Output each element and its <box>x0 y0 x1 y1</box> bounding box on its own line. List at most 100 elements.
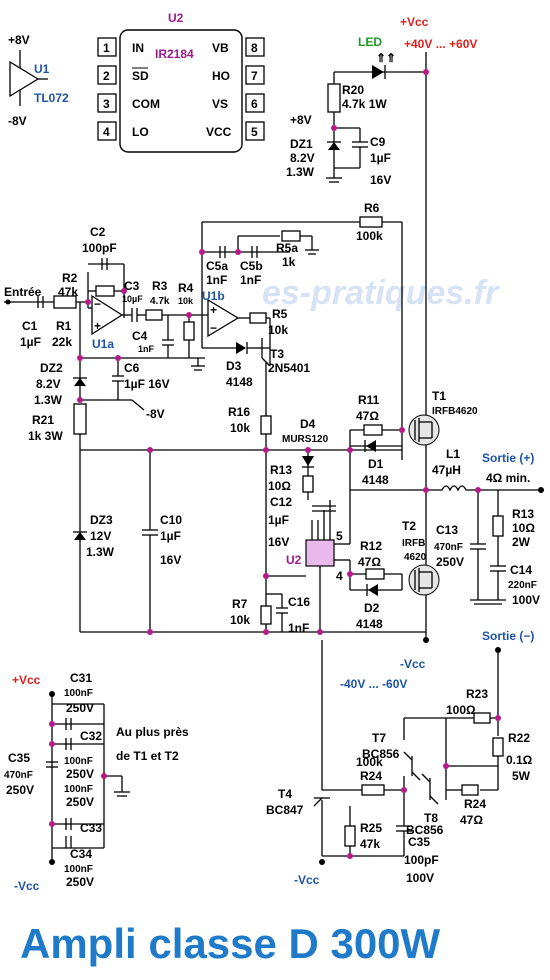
r13-resistor <box>492 515 504 537</box>
r12-resistor <box>365 568 385 580</box>
pin7-num: 7 <box>251 69 258 83</box>
svg-text:−: − <box>94 297 101 311</box>
u2-pin5: 5 <box>336 529 343 543</box>
pin5-name: VCC <box>206 125 232 139</box>
svg-text:+: + <box>210 303 217 317</box>
c4-value: 1nF <box>138 344 155 354</box>
r21-value: 1k 3W <box>28 429 63 443</box>
r12-label: R12 <box>360 539 382 553</box>
r13b-value: 10Ω <box>268 479 291 493</box>
r24b-label: R24 <box>464 797 486 811</box>
opamp-u1b <box>207 298 240 338</box>
pin7-name: HO <box>212 69 230 83</box>
chip-part: IR2184 <box>155 47 194 61</box>
led-symbol <box>372 65 384 79</box>
supply-neg-range: -40V ... -60V <box>340 677 407 691</box>
r4-resistor <box>183 321 195 341</box>
c33-value: 100nF <box>64 784 93 795</box>
c10-value: 1µF <box>160 529 181 543</box>
pin3-num: 3 <box>103 97 110 111</box>
pin2-num: 2 <box>103 69 110 83</box>
r7-resistor <box>260 605 272 625</box>
pin4-name: LO <box>132 125 149 139</box>
c13-voltage: 250V <box>436 555 464 569</box>
c13-label: C13 <box>436 523 458 537</box>
c35b-voltage: 100V <box>406 871 434 885</box>
c2-label: C2 <box>90 225 106 239</box>
u2-small-label: U2 <box>286 553 302 567</box>
c35-voltage: 250V <box>6 783 34 797</box>
r20-label: R20 <box>342 83 364 97</box>
r16-resistor <box>260 415 272 435</box>
pin2-name: SD <box>132 69 149 83</box>
dec-pos-label: +Vcc <box>12 673 41 687</box>
pin4-num: 4 <box>103 125 110 139</box>
opamp-u1a <box>91 294 124 336</box>
c14-label: C14 <box>510 563 532 577</box>
r5a-value: 1k <box>282 255 296 269</box>
c31-value: 100nF <box>64 688 93 699</box>
vccm-label: -Vcc <box>294 873 320 887</box>
c4-label: C4 <box>132 329 148 343</box>
r24a-resistor <box>361 784 385 796</box>
out-neg-label: Sortie (−) <box>482 629 534 643</box>
svg-text:+: + <box>94 319 101 333</box>
t8-value: BC856 <box>406 823 444 837</box>
c12-voltage: 16V <box>268 535 289 549</box>
pin3-name: COM <box>132 97 160 111</box>
c34-value: 100nF <box>64 864 93 875</box>
pin8-name: VB <box>212 41 229 55</box>
c31-label: C31 <box>70 671 92 685</box>
r2-value: 47k <box>58 285 78 299</box>
c3-value: 10µF <box>122 294 143 304</box>
r7-label: R7 <box>232 597 248 611</box>
r11-label: R11 <box>358 393 380 407</box>
r22-resistor <box>492 737 504 757</box>
r5a-label: R5a <box>276 241 298 255</box>
c6-label: C6 <box>124 361 140 375</box>
c5a-value: 1nF <box>206 273 227 287</box>
t7-label: T7 <box>372 731 386 745</box>
led-label: LED <box>358 35 382 49</box>
dz3-value: 12V <box>90 529 111 543</box>
near-line2: de T1 et T2 <box>116 749 179 763</box>
d1-value: 4148 <box>362 473 389 487</box>
c32-value: 100nF <box>64 756 93 767</box>
p8-label: +8V <box>290 113 312 127</box>
t4-value: BC847 <box>266 803 304 817</box>
t3-label: T3 <box>270 347 284 361</box>
t4-label: T4 <box>278 787 292 801</box>
c9-value: 1µF <box>370 151 391 165</box>
r1-value: 22k <box>52 335 72 349</box>
dz1-value: 8.2V <box>290 151 315 165</box>
c33-voltage: 250V <box>66 795 94 809</box>
t3-value: 2N5401 <box>268 361 310 375</box>
dz3-label: DZ3 <box>90 513 113 527</box>
c5b-label: C5b <box>240 259 263 273</box>
r21-resistor <box>73 403 87 435</box>
t1-label: T1 <box>432 389 446 403</box>
out-pos-imp: 4Ω min. <box>486 471 530 485</box>
dz1-power: 1.3W <box>286 165 315 179</box>
u1-name: U1 <box>34 62 50 76</box>
page-title: Ampli classe D 300W <box>20 920 441 967</box>
d2-label: D2 <box>364 601 380 615</box>
u1-vpos: +8V <box>8 33 30 47</box>
junction-dots <box>49 69 501 859</box>
r3-value: 4.7k <box>150 296 170 307</box>
t2-label: T2 <box>402 519 416 533</box>
r6-resistor <box>359 216 383 228</box>
r1-resistor <box>53 295 77 309</box>
r4-value: 10k <box>178 296 194 306</box>
watermark: es-pratiques.fr <box>262 274 500 312</box>
c32-label: C32 <box>80 729 102 743</box>
c35b-value: 100pF <box>404 853 439 867</box>
r5-resistor <box>249 312 267 324</box>
c33-label: C33 <box>80 821 102 835</box>
r21-label: R21 <box>32 413 54 427</box>
dz3-power: 1.3W <box>86 545 115 559</box>
c3-label: C3 <box>124 279 140 293</box>
c31-voltage: 250V <box>66 701 94 715</box>
u1-vneg: -8V <box>8 114 27 128</box>
